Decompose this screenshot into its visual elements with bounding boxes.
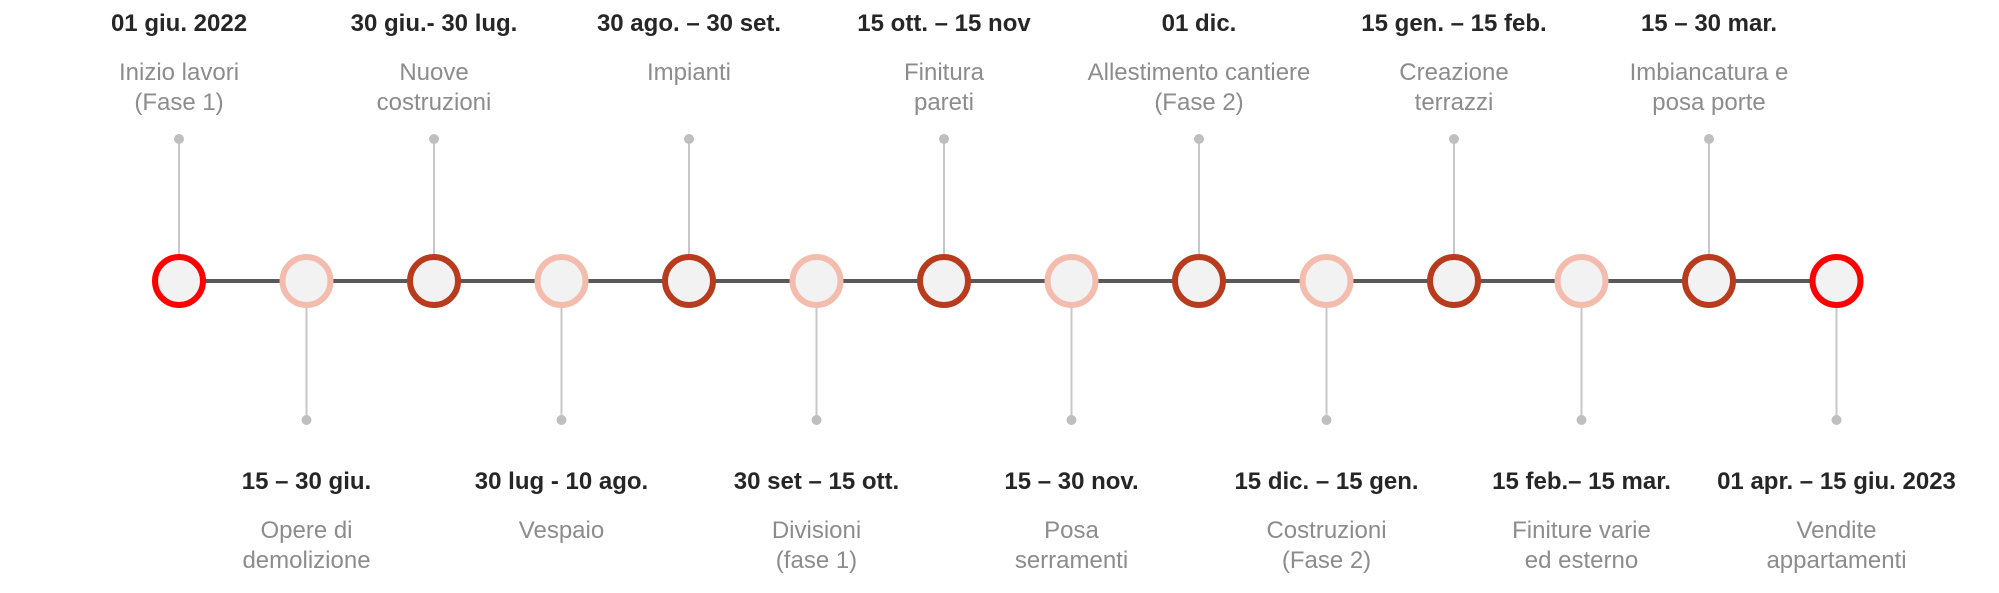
milestone-node xyxy=(152,254,206,308)
milestone-node xyxy=(534,254,589,308)
milestone-label: Opere di demolizione xyxy=(242,517,371,574)
milestone-node xyxy=(789,254,844,308)
milestone-label: Allestimento cantiere (Fase 2) xyxy=(1087,59,1311,116)
milestone-date: 15 dic. – 15 gen. xyxy=(1234,468,1419,495)
milestone-label: Finitura pareti xyxy=(903,59,985,116)
milestone-node xyxy=(1554,254,1609,308)
milestone-date: 15 – 30 mar. xyxy=(1640,10,1778,37)
milestone-date: 30 ago. – 30 set. xyxy=(596,10,782,37)
milestone-date: 15 feb.– 15 mar. xyxy=(1492,468,1671,495)
milestone-node xyxy=(1682,254,1736,308)
milestone-date: 30 set – 15 ott. xyxy=(733,468,900,495)
milestone-dot xyxy=(556,415,567,425)
milestone-label: Costruzioni (Fase 2) xyxy=(1266,517,1387,574)
milestone-node xyxy=(917,254,971,308)
milestone-dot xyxy=(1576,415,1587,425)
milestone-node xyxy=(1044,254,1099,308)
milestone-date: 01 giu. 2022 xyxy=(110,10,248,37)
milestone-dot xyxy=(1194,134,1204,144)
milestone-date: 30 giu.- 30 lug. xyxy=(350,10,518,37)
milestone-dot xyxy=(1704,134,1714,144)
milestone-dot xyxy=(1831,415,1842,425)
milestone-label: Impianti xyxy=(646,59,732,86)
milestone-label: Vespaio xyxy=(518,517,605,544)
milestone-label: Posa serramenti xyxy=(1014,517,1129,574)
milestone-label: Vendite appartamenti xyxy=(1766,517,1907,574)
milestone-dot xyxy=(1449,134,1459,144)
milestone-dot xyxy=(684,134,694,144)
milestone-node xyxy=(1427,254,1481,308)
milestone-date: 30 lug - 10 ago. xyxy=(474,468,649,495)
milestone-node xyxy=(279,254,334,308)
milestone-node xyxy=(1809,254,1864,308)
milestone-node xyxy=(1172,254,1226,308)
milestone-label: Creazione terrazzi xyxy=(1399,59,1509,116)
milestone-label: Nuove costruzioni xyxy=(376,59,492,116)
milestone-date: 01 apr. – 15 giu. 2023 xyxy=(1717,468,1956,495)
milestone-label: Finiture varie ed esterno xyxy=(1512,517,1651,574)
milestone-dot xyxy=(939,134,949,144)
milestone-dot xyxy=(1321,415,1332,425)
milestone-dot xyxy=(301,415,312,425)
milestone-dot xyxy=(429,134,439,144)
milestone-dot xyxy=(1066,415,1077,425)
milestone-date: 15 ott. – 15 nov xyxy=(857,10,1031,37)
milestone-node xyxy=(1299,254,1354,308)
milestone-date: 15 – 30 nov. xyxy=(1004,468,1139,495)
milestone-node xyxy=(662,254,716,308)
milestone-date: 15 – 30 giu. xyxy=(241,468,372,495)
milestone-label: Inizio lavori (Fase 1) xyxy=(118,59,240,116)
milestone-label: Divisioni (fase 1) xyxy=(771,517,862,574)
milestone-node xyxy=(407,254,461,308)
milestone-date: 01 dic. xyxy=(1161,10,1237,37)
milestone-label: Imbiancatura e posa porte xyxy=(1629,59,1789,116)
milestone-date: 15 gen. – 15 feb. xyxy=(1361,10,1547,37)
milestone-dot xyxy=(811,415,822,425)
milestone-dot xyxy=(174,134,184,144)
